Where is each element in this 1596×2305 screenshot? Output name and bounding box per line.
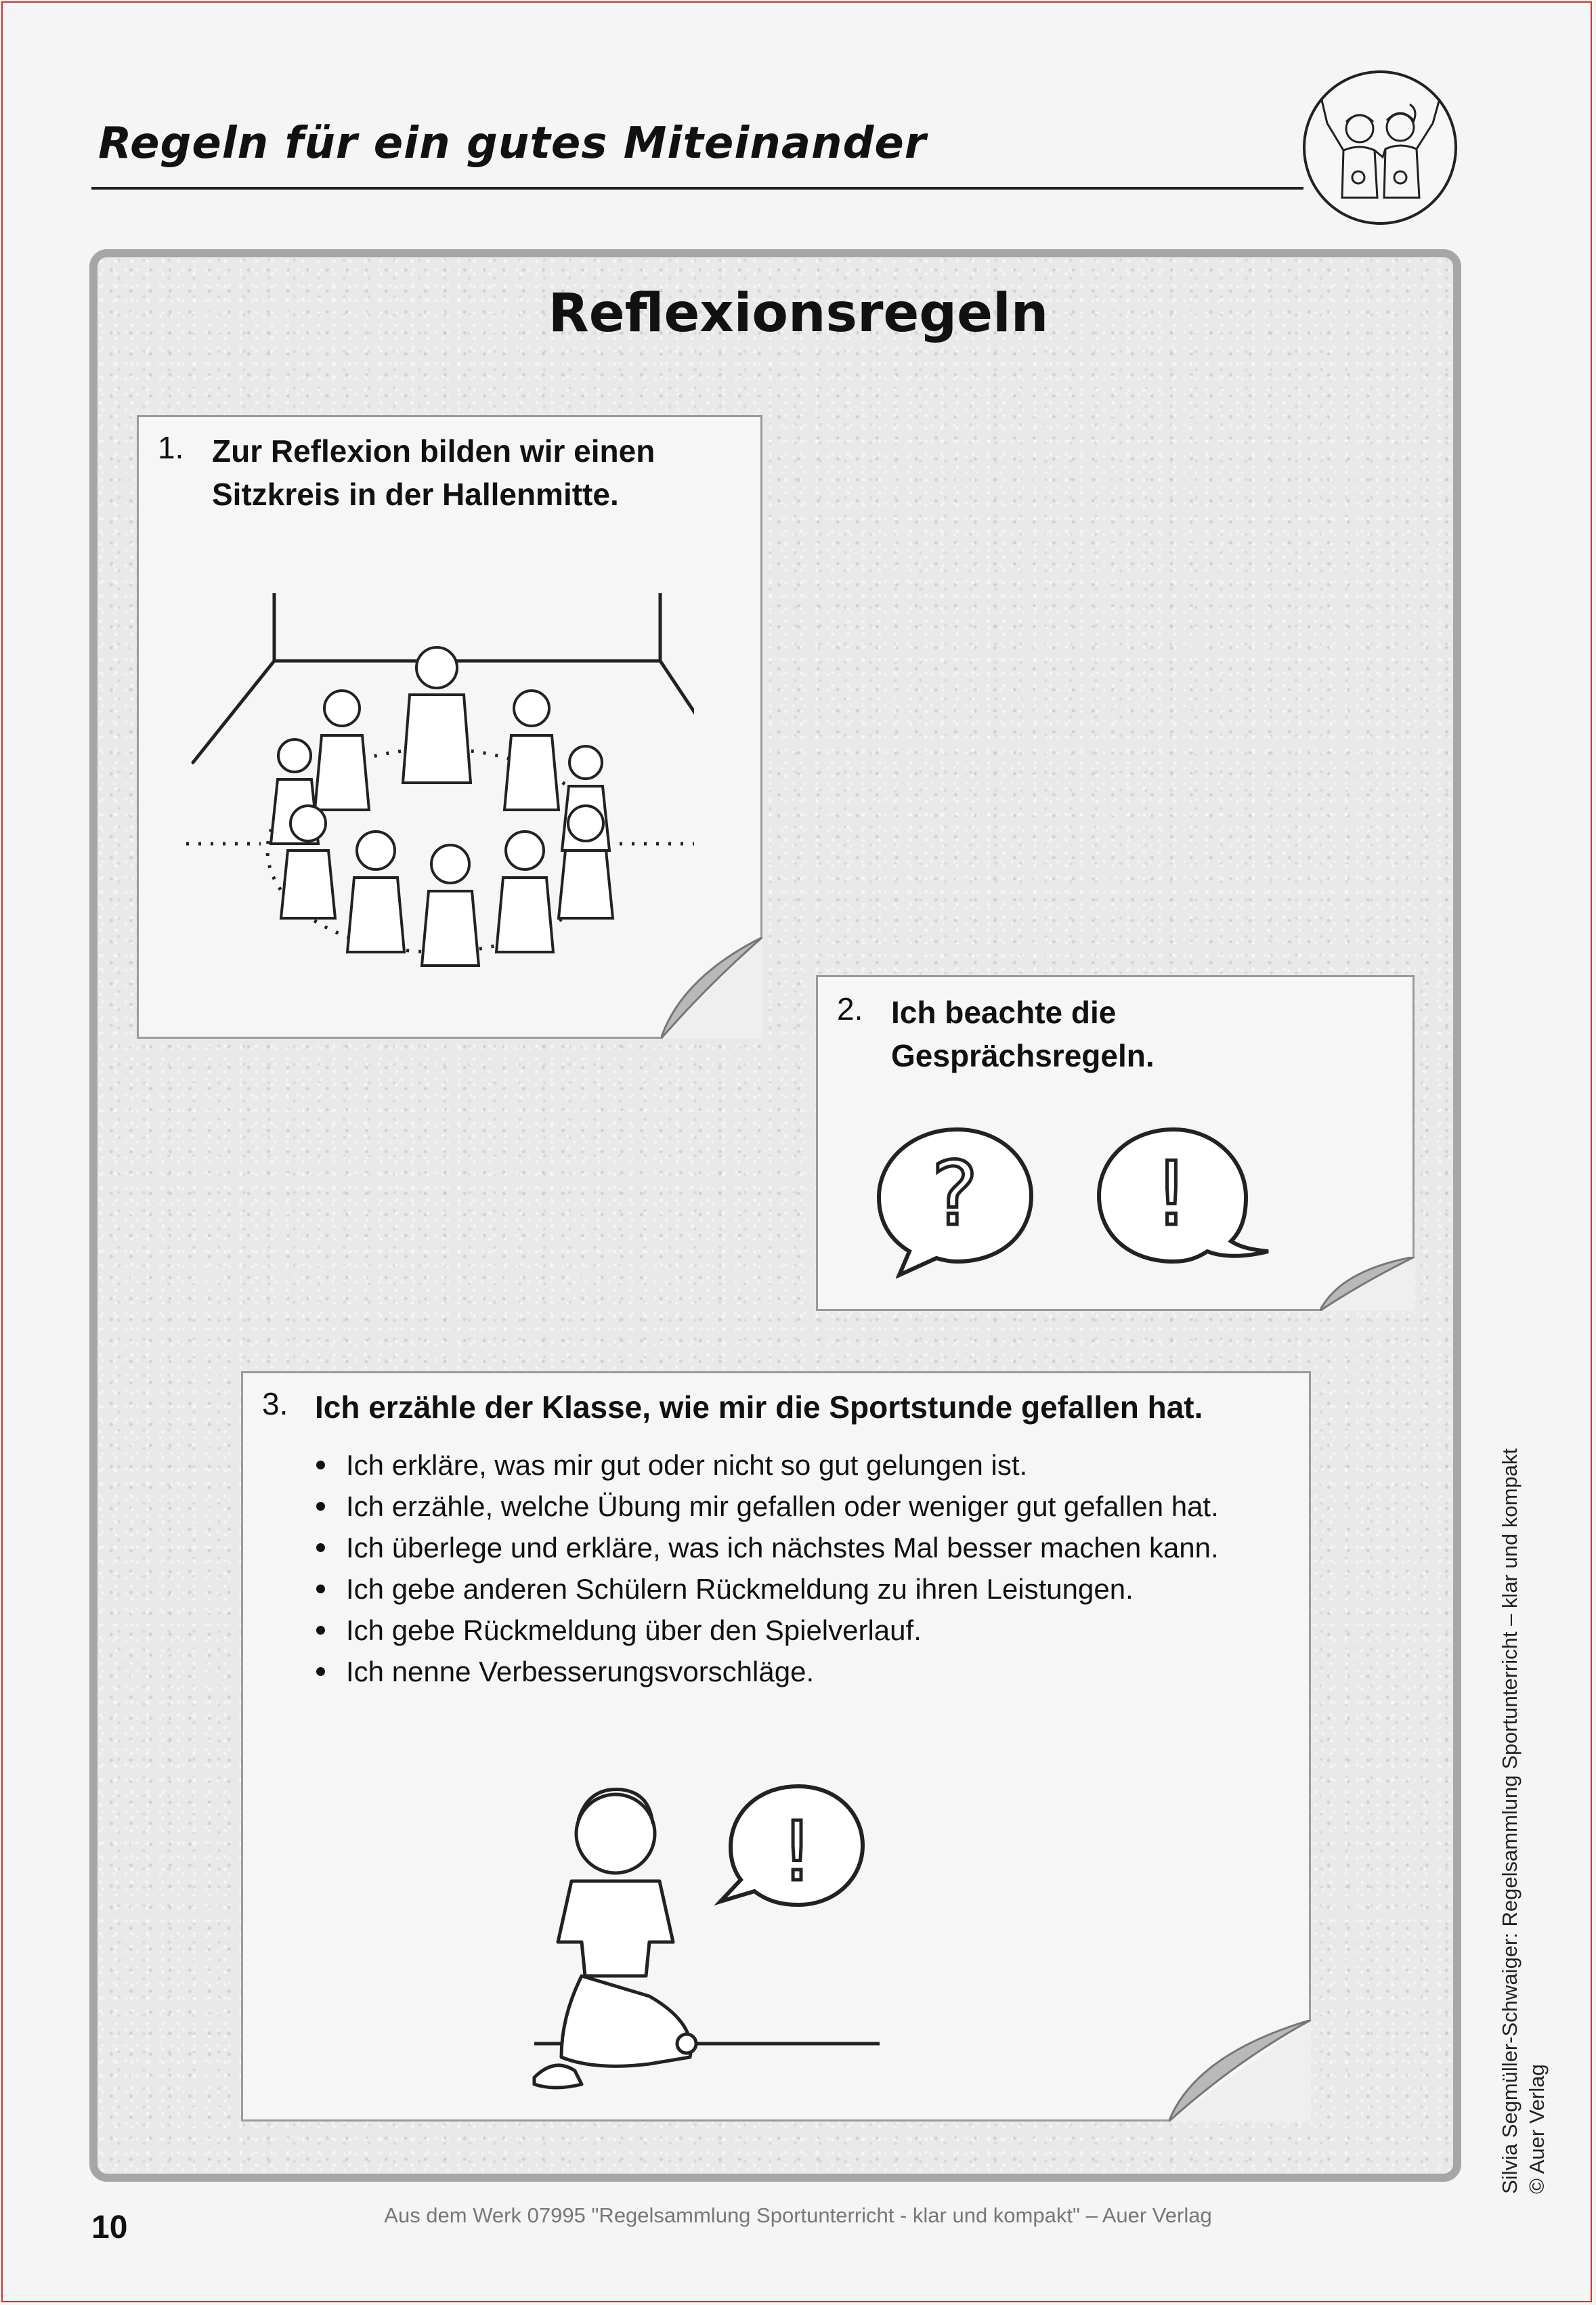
page-header-title: Regeln für ein gutes Miteinander [98, 119, 927, 169]
svg-text:!: ! [781, 1805, 813, 1899]
page-curl-icon [1320, 1257, 1415, 1311]
rule-number: 3. [262, 1386, 288, 1421]
rule-text: Ich erzähle der Klasse, wie mir die Spor… [315, 1390, 1203, 1425]
bullet-item: Ich gebe Rückmeldung über den Spielverla… [311, 1610, 1219, 1651]
page-curl-icon [661, 937, 762, 1039]
kneeling-child-illustration: ! [532, 1784, 880, 2090]
side-credit: Silvia Segmüller-Schwaiger: Regelsammlun… [1496, 1448, 1551, 2194]
rule-bullet-list: Ich erkläre, was mir gut oder nicht so g… [311, 1444, 1219, 1692]
rule-card-1: 1. Zur Reflexion bilden wir einen Sitzkr… [137, 415, 762, 1039]
svg-text:?: ? [932, 1142, 978, 1245]
credit-line: Silvia Segmüller-Schwaiger: Regelsammlun… [1498, 1448, 1522, 2194]
rule-number: 1. [158, 430, 184, 465]
rule-card-3: 3. Ich erzähle der Klasse, wie mir die S… [241, 1371, 1311, 2121]
bullet-item: Ich überlege und erkläre, was ich nächst… [311, 1527, 1219, 1568]
svg-text:!: ! [1154, 1142, 1189, 1245]
panel-title: Reflexionsregeln [548, 283, 1049, 344]
question-speech-bubble-icon: ? [876, 1127, 1034, 1278]
rule-number: 2. [837, 991, 863, 1027]
rule-text-line2: Gesprächsregeln. [891, 1038, 1155, 1073]
rule-card-2: 2. Ich beachte die Gesprächsregeln. ? ! [816, 975, 1415, 1311]
rule-text-line2: Sitzkreis in der Hallenmitte. [212, 477, 619, 512]
exclamation-speech-bubble-icon: ! [1096, 1127, 1269, 1264]
rule-text-line1: Zur Reflexion bilden wir einen [212, 433, 655, 469]
page-curl-icon [1169, 2020, 1311, 2121]
bullet-item: Ich erkläre, was mir gut oder nicht so g… [311, 1444, 1219, 1486]
copyright-line: © Auer Verlag [1525, 2064, 1549, 2194]
bullet-item: Ich erzähle, welche Übung mir gefallen o… [311, 1486, 1219, 1527]
rule-text-line1: Ich beachte die [891, 995, 1117, 1030]
page-number: 10 [91, 2210, 128, 2245]
bullet-item: Ich gebe anderen Schülern Rückmeldung zu… [311, 1568, 1219, 1610]
header-rule [91, 187, 1303, 190]
sitting-circle-illustration [186, 593, 694, 967]
footer-source: Aus dem Werk 07995 "Regelsammlung Sportu… [384, 2203, 1212, 2227]
children-logo-icon [1303, 70, 1457, 225]
bullet-item: Ich nenne Verbesserungsvorschläge. [311, 1651, 1219, 1692]
